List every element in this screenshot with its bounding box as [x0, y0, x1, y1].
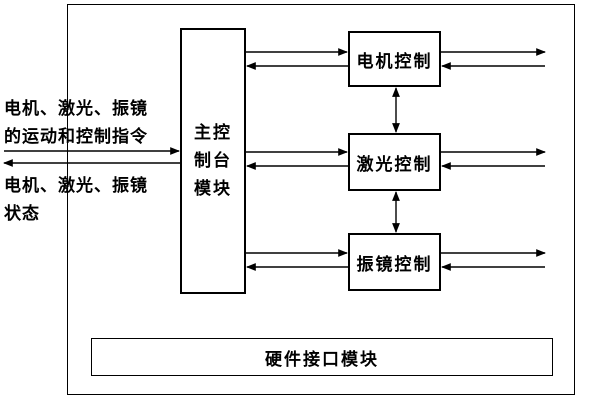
- hardware-interface-label: 硬件接口模块: [265, 349, 379, 370]
- motor-control-label: 电机控制: [356, 51, 433, 72]
- laser-control-label: 激光控制: [356, 154, 433, 175]
- system-frame: [67, 4, 575, 395]
- main-console-line-3: 模块: [194, 179, 232, 199]
- external-status-line-1: 电机、激光、振镜: [4, 176, 148, 196]
- main-console-module: 主控 制台 模块: [180, 28, 246, 294]
- laser-control-box: 激光控制: [348, 133, 441, 191]
- main-console-line-1: 主控: [194, 123, 232, 143]
- main-console-label: 主控 制台 模块: [182, 30, 244, 292]
- external-input-text: 电机、激光、振镜 的运动和控制指令: [4, 95, 148, 151]
- motor-control-box: 电机控制: [348, 31, 441, 87]
- external-status-line-2: 状态: [4, 204, 40, 224]
- external-status-text: 电机、激光、振镜 状态: [4, 172, 148, 228]
- hardware-interface-box: 硬件接口模块: [91, 338, 553, 376]
- external-input-line-1: 电机、激光、振镜: [4, 99, 148, 119]
- galvo-control-box: 振镜控制: [348, 233, 441, 291]
- external-input-line-2: 的运动和控制指令: [4, 127, 148, 147]
- galvo-control-label: 振镜控制: [356, 254, 433, 275]
- main-console-line-2: 制台: [194, 151, 232, 171]
